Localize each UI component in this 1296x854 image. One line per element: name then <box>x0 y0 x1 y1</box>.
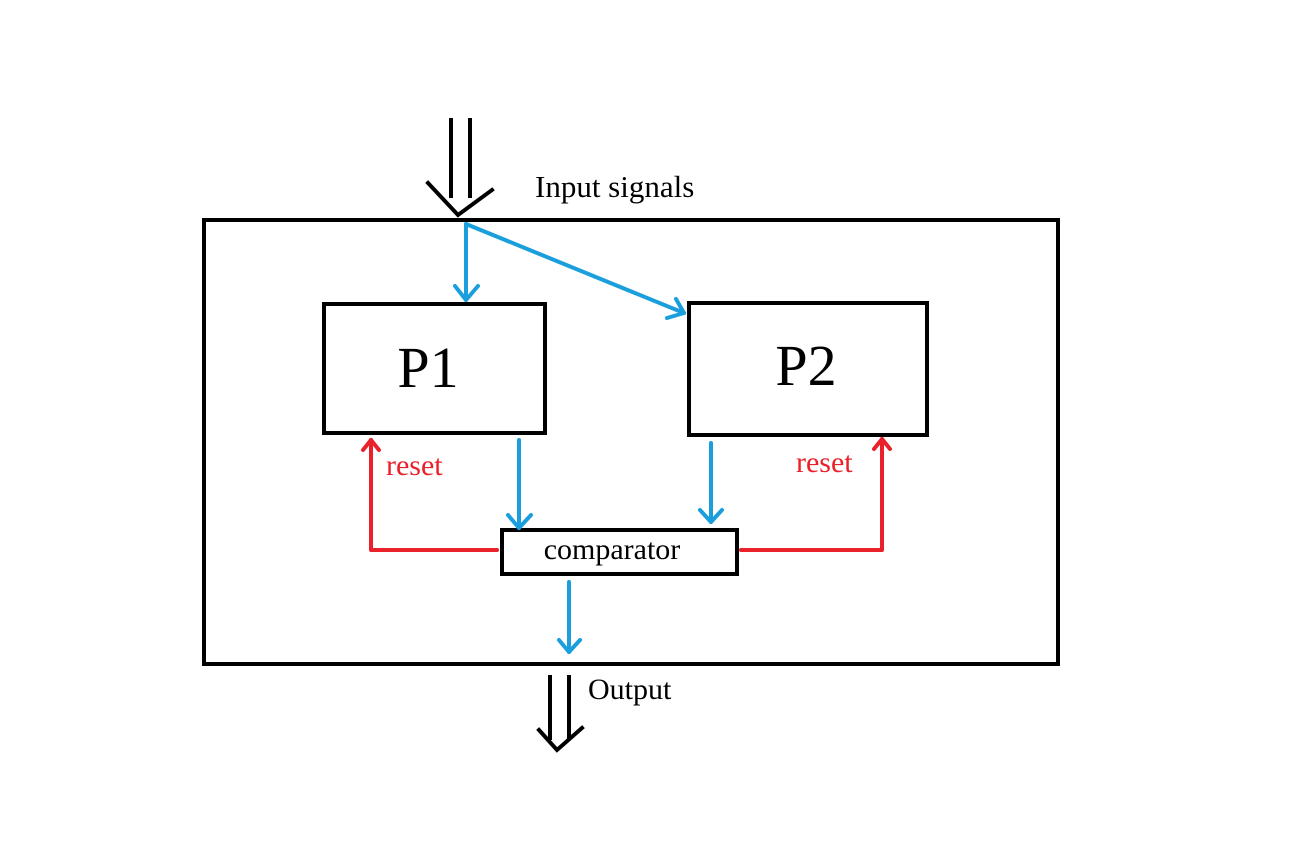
input-label: Input signals <box>535 169 694 204</box>
output-arrow-icon <box>536 675 585 753</box>
signal-arrow-comparator-to-output <box>557 580 582 654</box>
signal-arrow-p2-to-comparator <box>698 441 724 524</box>
reset-label-left: reset <box>386 449 443 482</box>
input-arrow-icon <box>425 118 495 218</box>
p2-box <box>687 301 929 437</box>
reset-arrow-right <box>739 437 892 552</box>
p1-box <box>322 302 547 435</box>
system-box <box>202 218 1060 666</box>
reset-arrow-left <box>361 438 499 552</box>
p1-label: P1 <box>397 335 458 400</box>
p2-label: P2 <box>775 333 836 398</box>
reset-label-right: reset <box>796 446 853 479</box>
signal-arrow-p1-to-comparator <box>506 438 533 530</box>
comparator-box <box>500 528 739 576</box>
signal-arrow-input-to-p2 <box>464 222 686 320</box>
output-label: Output <box>588 673 672 706</box>
comparator-label: comparator <box>544 533 681 566</box>
signal-arrow-input-to-p1 <box>453 222 480 302</box>
